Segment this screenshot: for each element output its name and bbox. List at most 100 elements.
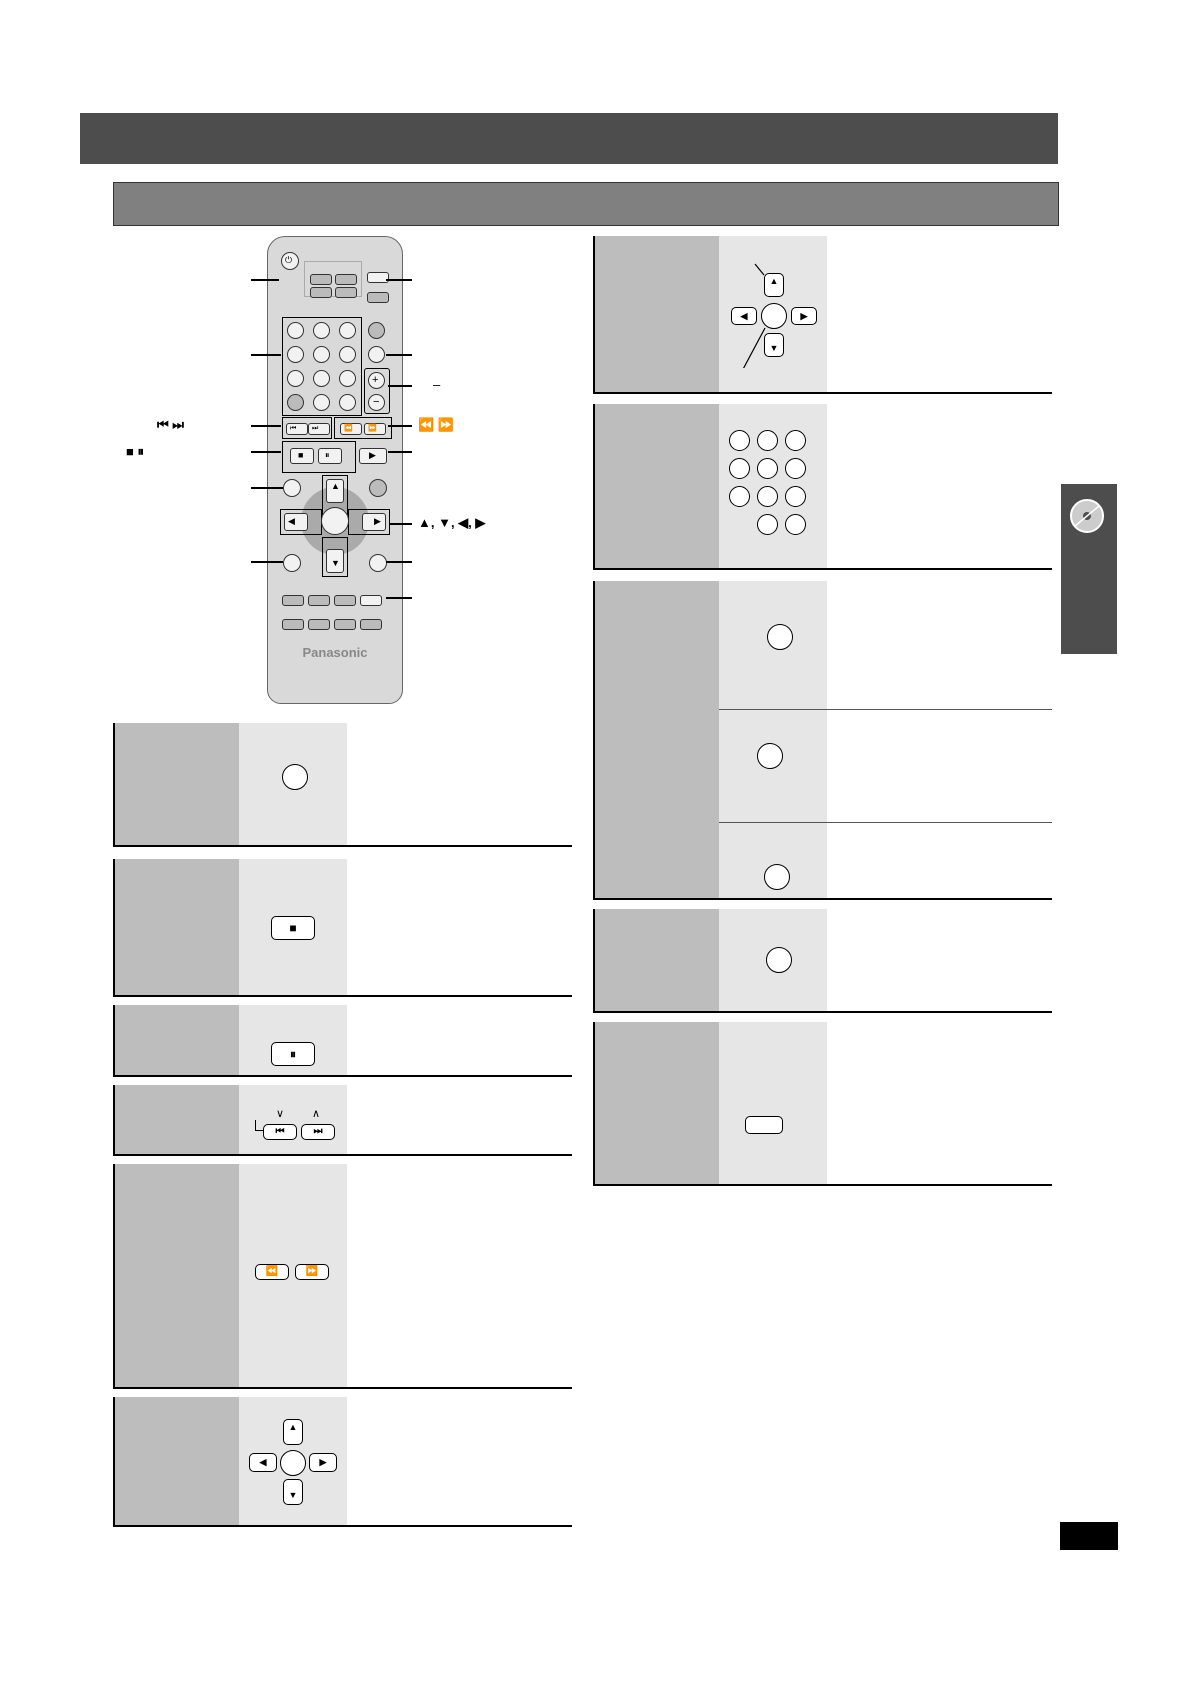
num-8-button[interactable] bbox=[313, 370, 330, 387]
menu-button[interactable] bbox=[283, 479, 301, 497]
row-stop: ■ bbox=[113, 859, 572, 997]
up-arrow-icon: ▲ bbox=[283, 1419, 303, 1445]
tv-power-button[interactable] bbox=[310, 274, 332, 285]
skip-next-button[interactable]: ⏭ bbox=[308, 423, 330, 435]
up-button[interactable]: ▲ bbox=[326, 479, 344, 503]
right-button[interactable]: ▶ bbox=[362, 513, 386, 531]
side-chapter-tab bbox=[1061, 484, 1117, 654]
return-button[interactable] bbox=[283, 554, 301, 572]
brand-logo: Panasonic bbox=[302, 645, 368, 660]
num-9-button[interactable] bbox=[339, 370, 356, 387]
minus-icon: − bbox=[373, 396, 380, 408]
num-10plus-button[interactable] bbox=[339, 394, 356, 411]
func-button-4[interactable] bbox=[360, 595, 382, 606]
tv-volume-down-button[interactable] bbox=[335, 287, 357, 298]
num-10plus-icon bbox=[785, 514, 806, 535]
row-options bbox=[593, 581, 1052, 900]
num-1-button[interactable] bbox=[287, 322, 304, 339]
num-9-icon bbox=[785, 486, 806, 507]
row-search: ⏪ ⏩ bbox=[113, 1164, 572, 1389]
rewind-icon: ⏪ bbox=[255, 1264, 289, 1280]
stop-button-icon: ■ bbox=[271, 916, 315, 940]
num-0-button[interactable] bbox=[313, 394, 330, 411]
right-button-1[interactable] bbox=[368, 322, 385, 339]
num-7-icon bbox=[729, 486, 750, 507]
rewind-button[interactable]: ⏪ bbox=[340, 423, 362, 435]
num-1-icon bbox=[729, 430, 750, 451]
skip-callout: ⏮ ⏭ bbox=[157, 417, 185, 432]
num-3-icon bbox=[785, 430, 806, 451]
row-pause: ⏸ bbox=[113, 1005, 572, 1077]
row-frame: ▲ ▼ ◀ ▶ bbox=[113, 1397, 572, 1527]
cursor-callout: ▲, ▼, ◀, ▶ bbox=[418, 515, 486, 530]
skip-prev-icon: ⏮ bbox=[263, 1124, 297, 1140]
num-4-button[interactable] bbox=[287, 346, 304, 363]
num-5-icon bbox=[757, 458, 778, 479]
func-button-8[interactable] bbox=[360, 619, 382, 630]
fast-forward-button[interactable]: ⏩ bbox=[364, 423, 386, 435]
left-button[interactable]: ◀ bbox=[284, 513, 308, 531]
enter-icon bbox=[280, 1450, 306, 1476]
func-button-3[interactable] bbox=[334, 595, 356, 606]
stop-button[interactable]: ■ bbox=[290, 448, 314, 464]
sub-button[interactable] bbox=[367, 292, 389, 303]
down-button[interactable]: ▼ bbox=[326, 549, 344, 573]
num-6-button[interactable] bbox=[339, 346, 356, 363]
func-button-7[interactable] bbox=[334, 619, 356, 630]
tv-volume-up-button[interactable] bbox=[335, 274, 357, 285]
num-0-icon bbox=[757, 514, 778, 535]
row-skip: ∨ ∧ ⏮ ⏭ bbox=[113, 1085, 572, 1156]
row-single bbox=[593, 909, 1052, 1013]
top-right-button[interactable] bbox=[367, 272, 389, 283]
left-arrow-icon: ◀ bbox=[249, 1453, 277, 1472]
play-button[interactable]: ▶ bbox=[359, 448, 387, 464]
num-4-icon bbox=[729, 458, 750, 479]
row-cursor: ▲ ▼ ◀ ▶ bbox=[593, 236, 1052, 394]
right-arrow-icon: ▶ bbox=[791, 307, 817, 325]
remote-control-illustration: ⏻ + − ⏮ ⏭ ⏪ ⏩ ■ ⏸ ▶ ▲ ▼ ◀ bbox=[267, 236, 403, 704]
row-oval bbox=[593, 1022, 1052, 1186]
oval-button-icon bbox=[745, 1116, 783, 1134]
enter-button[interactable] bbox=[321, 507, 349, 535]
row-display bbox=[113, 723, 572, 847]
page-number-box bbox=[1060, 1522, 1118, 1550]
skip-prev-button[interactable]: ⏮ bbox=[286, 423, 308, 435]
round-button-icon bbox=[766, 947, 792, 973]
section-header-bar bbox=[113, 182, 1059, 226]
num-2-button[interactable] bbox=[313, 322, 330, 339]
round-button-icon bbox=[757, 743, 783, 769]
power-button[interactable]: ⏻ bbox=[281, 252, 299, 270]
num-7-button[interactable] bbox=[287, 370, 304, 387]
stop-pause-callout: ■ ⏸ bbox=[126, 444, 144, 459]
num-3-button[interactable] bbox=[339, 322, 356, 339]
display-button[interactable] bbox=[368, 346, 385, 363]
down-arrow-icon: ▼ bbox=[764, 333, 784, 357]
up-arrow-icon: ▲ bbox=[764, 273, 784, 297]
num-6-icon bbox=[785, 458, 806, 479]
tv-input-button[interactable] bbox=[310, 287, 332, 298]
num-2-icon bbox=[757, 430, 778, 451]
enter-icon bbox=[761, 303, 787, 329]
volume-down-button[interactable]: − bbox=[368, 394, 385, 411]
func-button-1[interactable] bbox=[282, 595, 304, 606]
pause-button[interactable]: ⏸ bbox=[318, 448, 342, 464]
func-button-2[interactable] bbox=[308, 595, 330, 606]
direct-navigator-button[interactable] bbox=[369, 554, 387, 572]
disc-icon bbox=[1070, 499, 1104, 533]
skip-next-icon: ⏭ bbox=[301, 1124, 335, 1140]
left-arrow-icon: ◀ bbox=[731, 307, 757, 325]
right-arrow-icon: ▶ bbox=[309, 1453, 337, 1472]
volume-up-button[interactable]: + bbox=[368, 372, 385, 389]
top-menu-button[interactable] bbox=[369, 479, 387, 497]
shift-button[interactable] bbox=[287, 394, 304, 411]
num-5-button[interactable] bbox=[313, 346, 330, 363]
down-arrow-icon: ▼ bbox=[283, 1479, 303, 1505]
fast-forward-icon: ⏩ bbox=[295, 1264, 329, 1280]
dash-callout: – bbox=[433, 377, 441, 392]
num-8-icon bbox=[757, 486, 778, 507]
func-button-6[interactable] bbox=[308, 619, 330, 630]
row-numbers bbox=[593, 404, 1052, 570]
round-button-icon bbox=[764, 864, 790, 890]
page-header-bar bbox=[80, 113, 1058, 164]
func-button-5[interactable] bbox=[282, 619, 304, 630]
